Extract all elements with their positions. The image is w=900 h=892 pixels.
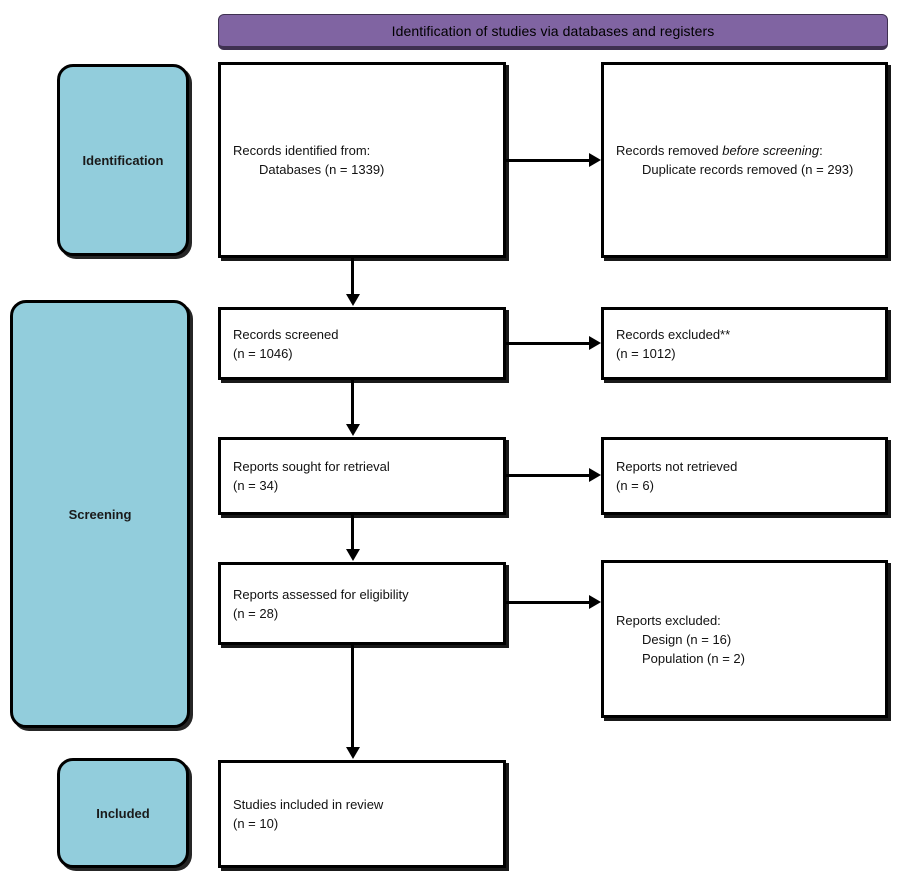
box-reports-not-retrieved: Reports not retrieved (n = 6): [601, 437, 888, 515]
box-line: Reports sought for retrieval: [233, 459, 390, 474]
connector-assessed-to-excluded-reports: [506, 601, 590, 604]
connector-identified-to-screened: [351, 258, 354, 296]
arrowhead-screened-to-excluded: [589, 336, 601, 350]
stage-label-screening: Screening: [68, 506, 132, 522]
arrowhead-identified-to-screened: [346, 294, 360, 306]
box-reports-assessed-for-eligibility: Reports assessed for eligibility (n = 28…: [218, 562, 506, 645]
arrowhead-screened-to-sought: [346, 424, 360, 436]
box-line: Studies included in review: [233, 797, 384, 812]
box-line: Reports assessed for eligibility: [233, 586, 409, 602]
box-line: Records removed before screening:: [616, 141, 873, 160]
box-line: Design (n = 16): [642, 631, 732, 647]
box-line-text: Records removed: [616, 143, 723, 158]
box-reports-excluded: Reports excluded: Design (n = 16) Popula…: [601, 560, 888, 718]
stage-label-identification: Identification: [82, 152, 164, 168]
box-studies-included-in-review: Studies included in review (n = 10): [218, 760, 506, 868]
banner-label: Identification of studies via databases …: [391, 22, 715, 39]
stage-box-identification: Identification: [57, 64, 189, 256]
stage-label-included: Included: [96, 805, 150, 821]
box-line-emphasis: before screening: [722, 143, 820, 158]
stage-box-included: Included: [57, 758, 189, 868]
arrowhead-assessed-to-included: [346, 747, 360, 759]
box-line: Databases (n = 1339): [259, 162, 385, 177]
box-line: Reports excluded:: [616, 612, 721, 628]
arrowhead-sought-to-not-retrieved: [589, 468, 601, 482]
box-line: (n = 6): [616, 478, 654, 493]
box-line-suffix: :: [819, 143, 823, 158]
connector-identified-to-removed: [506, 159, 590, 162]
connector-assessed-to-included: [351, 645, 354, 749]
arrowhead-assessed-to-excluded-reports: [589, 595, 601, 609]
box-records-excluded: Records excluded** (n = 1012): [601, 307, 888, 380]
box-line: Records screened: [233, 326, 339, 342]
box-records-removed-before-screening: Records removed before screening: Duplic…: [601, 62, 888, 258]
box-line: Reports not retrieved: [616, 459, 738, 474]
box-line: (n = 34): [233, 478, 279, 493]
stage-box-screening: Screening: [10, 300, 190, 728]
box-line: Population (n = 2): [642, 650, 745, 666]
connector-screened-to-excluded: [506, 342, 590, 345]
box-line: (n = 10): [233, 816, 279, 831]
box-line: Records excluded**: [616, 326, 731, 342]
box-records-screened: Records screened (n = 1046): [218, 307, 506, 380]
connector-screened-to-sought: [351, 380, 354, 426]
arrowhead-sought-to-assessed: [346, 549, 360, 561]
arrowhead-identified-to-removed: [589, 153, 601, 167]
box-line: (n = 28): [233, 605, 279, 621]
box-line: Records identified from:: [233, 143, 371, 158]
connector-sought-to-not-retrieved: [506, 474, 590, 477]
banner-identification-header: Identification of studies via databases …: [218, 14, 888, 50]
box-line: (n = 1012): [616, 345, 676, 361]
box-reports-sought-for-retrieval: Reports sought for retrieval (n = 34): [218, 437, 506, 515]
box-line: Duplicate records removed (n = 293): [642, 162, 854, 177]
connector-sought-to-assessed: [351, 515, 354, 551]
box-line: (n = 1046): [233, 345, 293, 361]
box-records-identified: Records identified from: Databases (n = …: [218, 62, 506, 258]
